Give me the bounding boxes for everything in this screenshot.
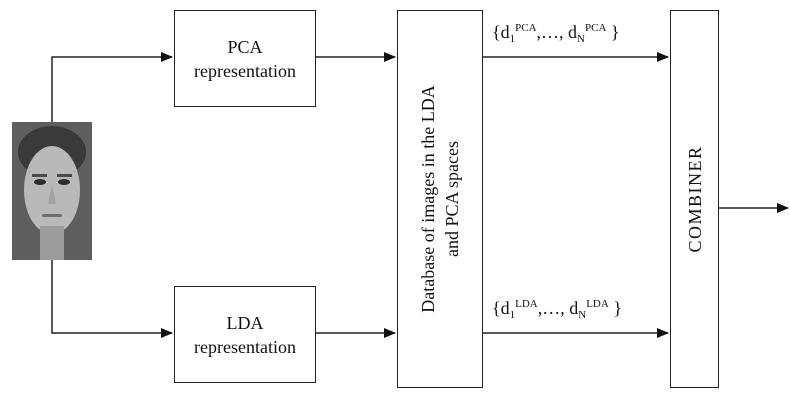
image-to-pca-arrow [51,52,173,122]
database-label-line1: Database of images in the LDA [418,85,438,313]
pca-distances-label: {d1PCA,…, dNPCA } [492,22,620,45]
database-label: Database of images in the LDA and PCA sp… [416,85,464,312]
database-label-line2: and PCA spaces [442,141,462,257]
pca-box-subtitle: representation [194,60,296,81]
combiner-box: COMBINER [670,10,719,388]
image-to-lda-arrow [51,260,173,338]
lda-box-title: LDA [226,312,264,333]
face-image [12,122,92,260]
lda-representation-box: LDA representation [174,286,316,383]
combiner-label: COMBINER [684,145,705,253]
database-box: Database of images in the LDA and PCA sp… [397,10,483,388]
lda-box-subtitle: representation [194,336,296,357]
lda-distances-label: {d1LDA,…, dNLDA } [492,298,622,321]
pca-box-title: PCA [227,36,263,57]
pca-representation-box: PCA representation [174,10,316,107]
